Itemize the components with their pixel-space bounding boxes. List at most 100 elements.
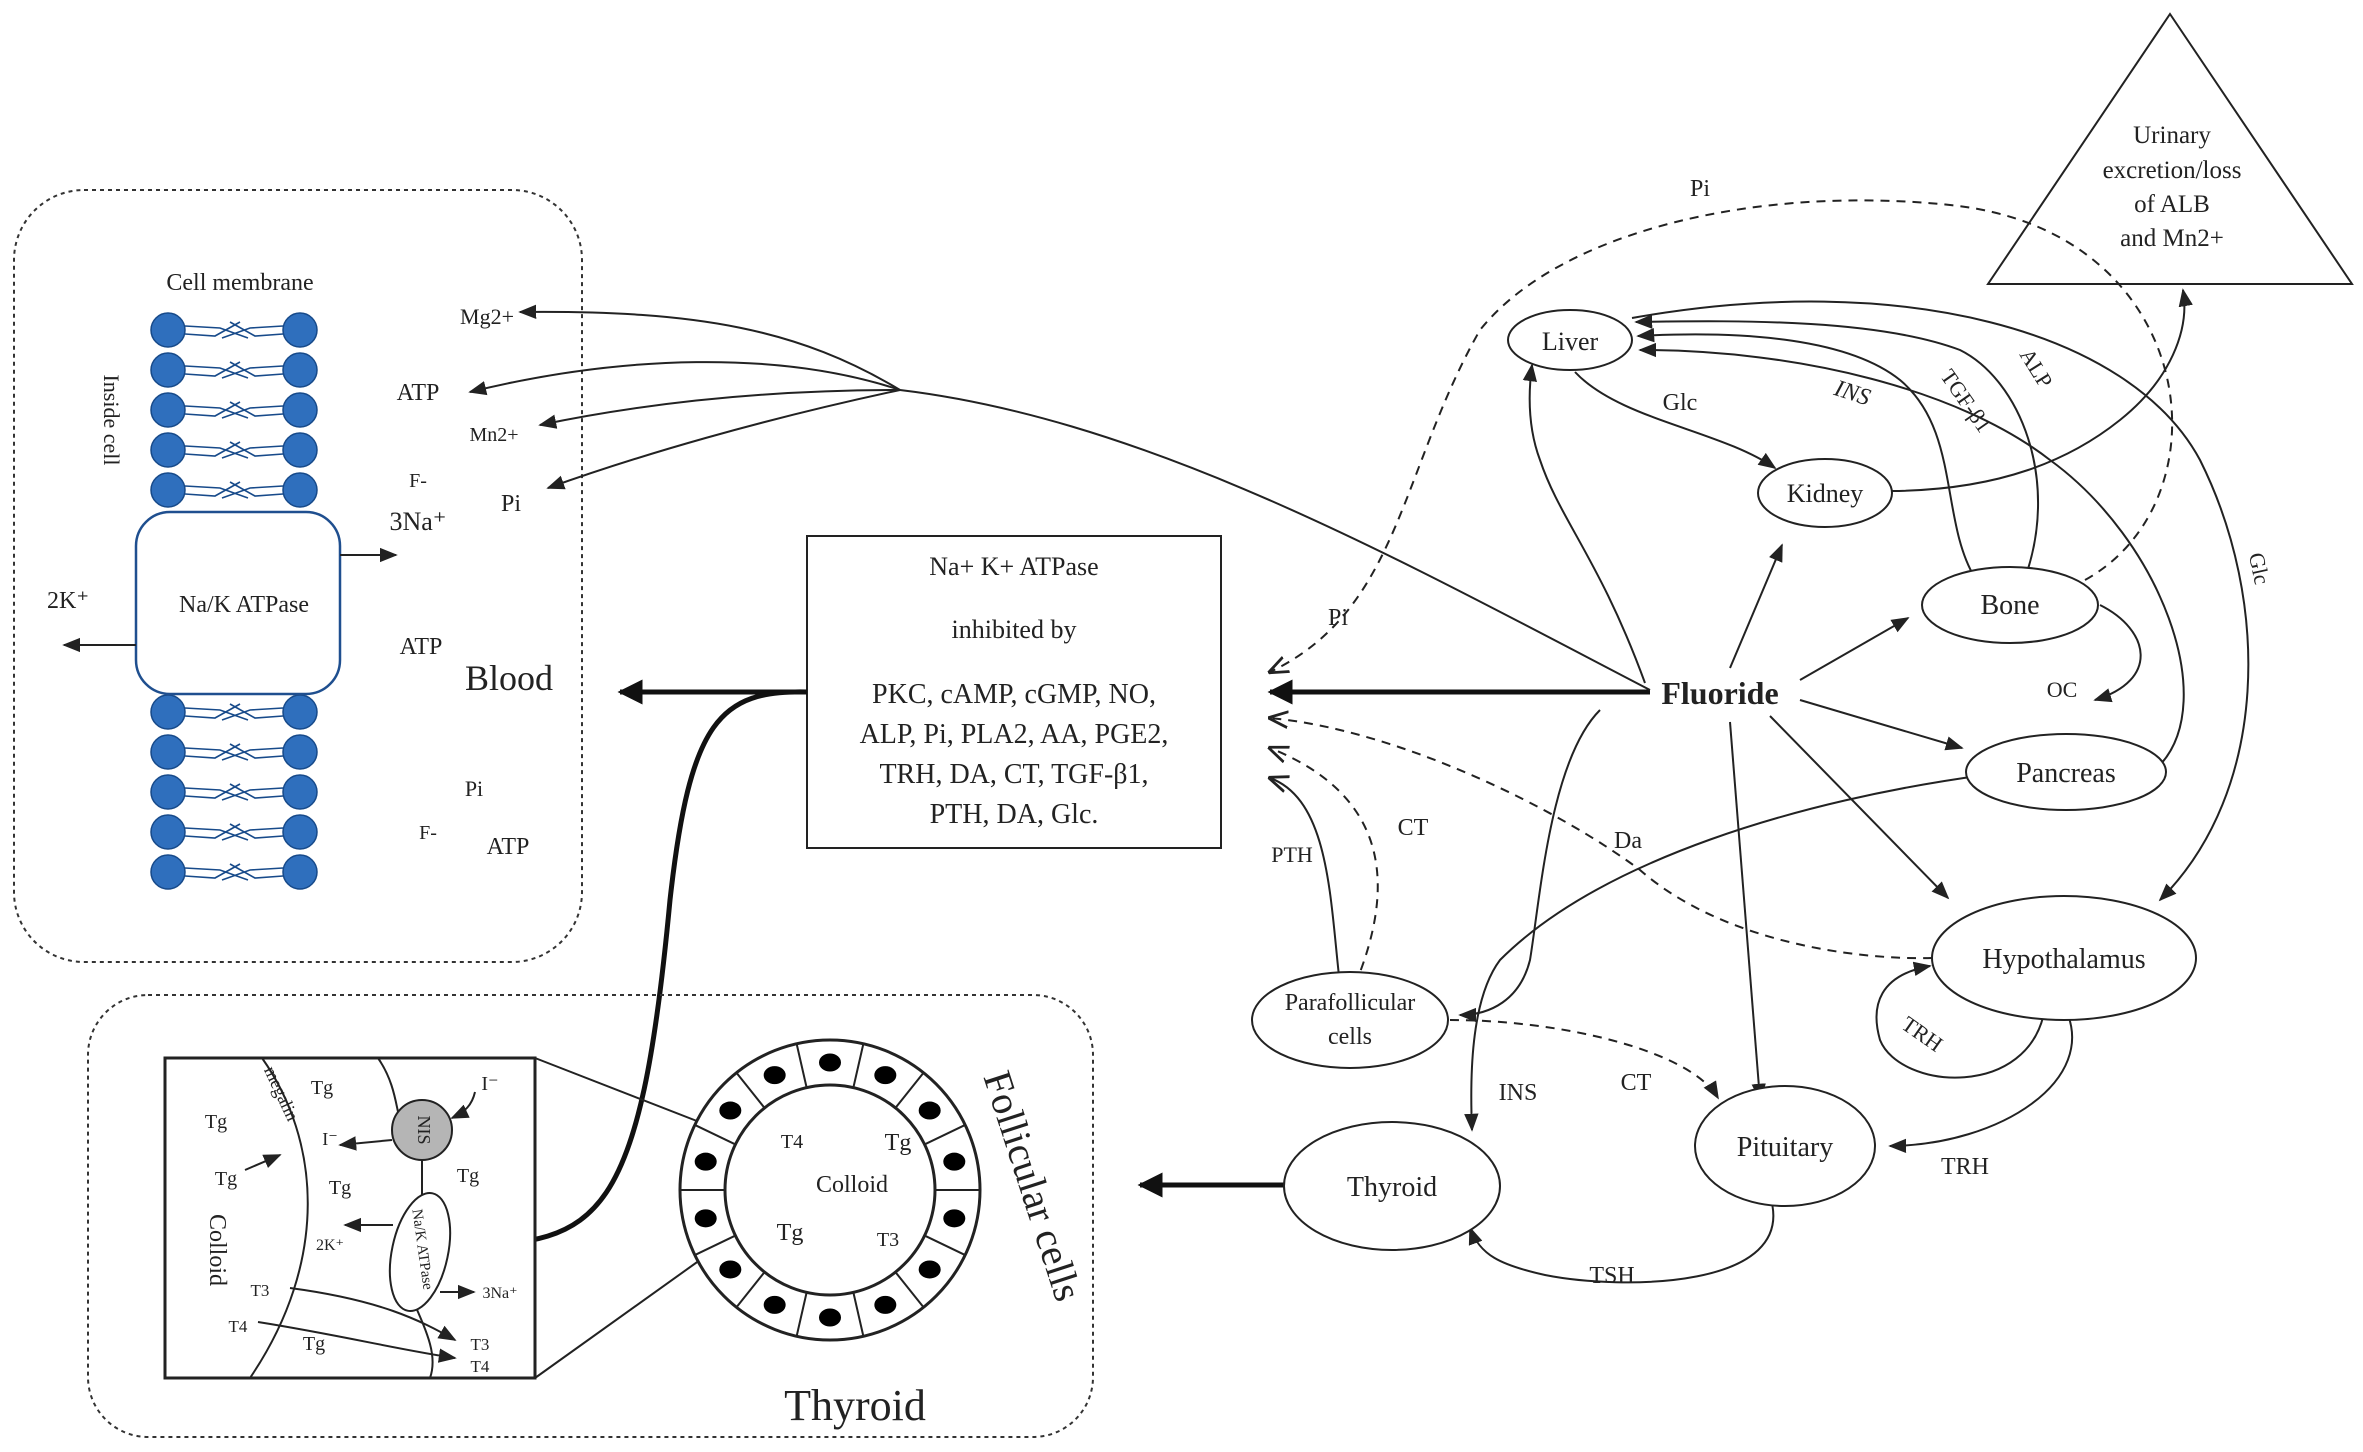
thyroid-inset: Colloid megalin NIS Na/K ATPase I⁻ I⁻ 2K… (163, 1056, 537, 1380)
lipid-tail (221, 441, 284, 459)
inhibitor-box-frame (806, 535, 1222, 849)
liver-label: Liver (1542, 327, 1599, 356)
cell-divider (894, 1072, 925, 1109)
lipid-head (282, 854, 318, 890)
zoom-line-bottom (534, 1259, 701, 1379)
lipid-head (282, 392, 318, 428)
atp-label-3: ATP (487, 834, 530, 860)
lipid-tail (184, 441, 249, 459)
cell-divider (924, 1124, 966, 1146)
cell-panel: Cell membrane Inside cell Na/K ATPase 2K… (13, 189, 583, 963)
fluoride-to-ions-arrows (468, 304, 1651, 691)
cell-divider (694, 1234, 736, 1256)
lipid-tail (184, 743, 249, 761)
inset-t4-a: T4 (229, 1317, 248, 1336)
pancreas-node: Pancreas (1965, 733, 2167, 811)
lipid-tail (184, 361, 249, 379)
lipid-tail (221, 743, 284, 761)
follicle-tg-1: Tg (885, 1130, 912, 1156)
lipid-tail (221, 863, 284, 881)
inset-tg-a: Tg (311, 1077, 333, 1099)
pituitary-node: Pituitary (1694, 1085, 1876, 1207)
cell-nucleus (763, 1066, 786, 1085)
k-out-label: 2K⁺ (47, 588, 89, 614)
lipid-tail (184, 863, 249, 881)
urinary-line-1: Urinary (2133, 122, 2211, 149)
cell-nucleus (874, 1295, 897, 1314)
urinary-line-2: excretion/loss (2103, 157, 2242, 184)
inset-na-label: 3Na⁺ (482, 1285, 517, 1302)
inside-cell-label: Inside cell (99, 374, 124, 465)
urinary-triangle: Urinary excretion/loss of ALB and Mn2+ (1986, 12, 2354, 285)
atp-label-1: ATP (397, 380, 440, 406)
ins-upper-label: INS (1830, 375, 1873, 411)
i-out-arrow (338, 1136, 393, 1151)
follicle-t4: T4 (781, 1131, 803, 1153)
lipid-head (282, 432, 318, 468)
atp-label-2: ATP (400, 634, 443, 660)
pituitary-label: Pituitary (1737, 1132, 1833, 1163)
inset-tg-d: Tg (329, 1177, 351, 1199)
parafollicular-label-1: Parafollicular (1285, 990, 1416, 1016)
inset-tg-e: Tg (457, 1165, 479, 1187)
f-label-1: F- (409, 470, 427, 492)
box-line-6: PTH, DA, Glc. (930, 799, 1099, 830)
inset-t3-a: T3 (251, 1281, 270, 1300)
lipid-tail (184, 703, 249, 721)
follicle: T4 Tg Colloid Tg T3 (678, 1038, 982, 1342)
lipid-head (150, 734, 186, 770)
ins-lower-label: INS (1499, 1080, 1538, 1106)
t3-secretion-arrow (289, 1287, 457, 1341)
cell-divider (694, 1124, 736, 1146)
cell-divider (852, 1292, 865, 1337)
lipid-head (150, 472, 186, 508)
box-line-1: Na+ K+ ATPase (929, 552, 1098, 581)
trh-loop-label: TRH (1897, 1011, 1947, 1057)
cell-nucleus (918, 1260, 941, 1279)
lipid-head (150, 312, 186, 348)
cell-divider (924, 1234, 966, 1256)
lipid-head (282, 472, 318, 508)
urinary-line-4: and Mn2+ (2120, 225, 2224, 252)
f-label-2: F- (419, 822, 437, 844)
box-line-4: ALP, Pi, PLA2, AA, PGE2, (860, 719, 1169, 750)
lipid-tail (221, 321, 284, 339)
lipid-tail (221, 783, 284, 801)
box-to-inset-pump-arrow (457, 689, 808, 1258)
inset-tg-f: Tg (303, 1333, 325, 1355)
lipid-tail (184, 401, 249, 419)
pi-label-1: Pi (501, 491, 521, 517)
cell-nucleus (719, 1260, 742, 1279)
network-edges (1270, 199, 2250, 1284)
thyroid-panel-frame (87, 994, 1094, 1438)
inset-pump (388, 1192, 452, 1312)
cell-nucleus (819, 1308, 841, 1327)
lipid-tail (221, 401, 284, 419)
inset-t4-b: T4 (471, 1357, 490, 1376)
cell-divider (735, 1271, 766, 1308)
lipid-tail (184, 823, 249, 841)
follicular-cells-label: Follicular cells (975, 1065, 1092, 1306)
zoom-line-top (534, 1057, 721, 1131)
cell-nucleus (874, 1066, 897, 1085)
follicle-tg-2: Tg (777, 1220, 804, 1246)
lipid-tail (184, 481, 249, 499)
liver-node: Liver (1507, 309, 1633, 371)
tg-to-megalin-arrow (244, 1154, 282, 1171)
cell-nucleus (719, 1101, 742, 1120)
pancreas-label: Pancreas (2016, 758, 2116, 789)
kidney-node: Kidney (1757, 458, 1893, 528)
bone-node: Bone (1921, 566, 2099, 644)
inset-tg-c: Tg (215, 1168, 237, 1190)
tgf-label: TGF-β1 (1936, 364, 1997, 437)
cell-nucleus (943, 1209, 966, 1228)
inset-k-label: 2K⁺ (316, 1237, 344, 1254)
trh-lower-label: TRH (1941, 1154, 1989, 1180)
urinary-line-3: of ALB (2134, 191, 2210, 218)
lipid-head (282, 734, 318, 770)
lipid-tail (221, 703, 284, 721)
center-inhibitor-box: Na+ K+ ATPase inhibited by PKC, cAMP, cG… (806, 535, 1222, 849)
lipid-head (282, 774, 318, 810)
follicular-cells (680, 1043, 980, 1337)
